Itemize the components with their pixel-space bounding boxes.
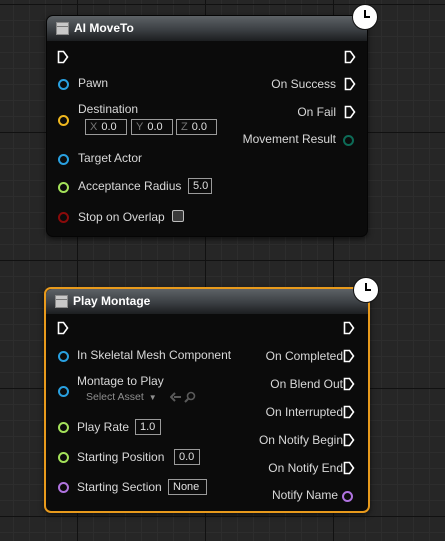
on-interrupted-label: On Interrupted bbox=[265, 405, 343, 419]
movement-result-label: Movement Result bbox=[242, 132, 336, 146]
node-title: AI MoveTo bbox=[74, 21, 134, 35]
on-notify-begin-exec-pin[interactable] bbox=[343, 433, 355, 447]
stop-on-overlap-pin[interactable] bbox=[58, 212, 69, 223]
on-blend-out-label: On Blend Out bbox=[270, 377, 343, 391]
function-node-icon bbox=[56, 22, 69, 35]
starting-position-field[interactable]: 0.0 bbox=[174, 449, 200, 465]
exec-in-pin[interactable] bbox=[57, 50, 69, 64]
starting-section-label: Starting Section bbox=[77, 480, 162, 494]
destination-label: Destination bbox=[78, 102, 139, 116]
target-actor-pin[interactable] bbox=[58, 154, 69, 165]
movement-result-pin[interactable] bbox=[343, 135, 354, 146]
play-rate-label: Play Rate bbox=[77, 420, 130, 434]
use-selected-arrow-icon[interactable] bbox=[170, 392, 182, 402]
starting-position-pin[interactable] bbox=[58, 452, 69, 463]
pawn-label: Pawn bbox=[78, 76, 109, 90]
target-actor-label: Target Actor bbox=[78, 151, 143, 165]
stop-on-overlap-label: Stop on Overlap bbox=[78, 210, 165, 224]
acceptance-radius-field[interactable]: 5.0 bbox=[188, 178, 212, 194]
notify-name-pin[interactable] bbox=[342, 491, 353, 502]
destination-pin[interactable] bbox=[58, 115, 69, 126]
on-notify-end-label: On Notify End bbox=[268, 461, 343, 475]
select-asset-combo[interactable]: Select Asset ▼ bbox=[86, 391, 157, 403]
function-node-icon bbox=[55, 295, 68, 308]
on-blend-out-exec-pin[interactable] bbox=[343, 377, 355, 391]
starting-section-pin[interactable] bbox=[58, 482, 69, 493]
on-completed-exec-pin[interactable] bbox=[343, 349, 355, 363]
on-completed-label: On Completed bbox=[265, 349, 343, 363]
skeletal-mesh-pin[interactable] bbox=[58, 351, 69, 362]
exec-out-pin[interactable] bbox=[343, 321, 355, 335]
on-success-label: On Success bbox=[271, 77, 336, 91]
exec-out-pin[interactable] bbox=[344, 50, 356, 64]
play-rate-field[interactable]: 1.0 bbox=[135, 419, 161, 435]
on-notify-begin-label: On Notify Begin bbox=[258, 433, 343, 447]
montage-label: Montage to Play bbox=[77, 374, 164, 388]
exec-in-pin[interactable] bbox=[57, 321, 69, 335]
play-rate-pin[interactable] bbox=[58, 422, 69, 433]
stop-on-overlap-checkbox[interactable] bbox=[172, 210, 184, 222]
starting-position-label: Starting Position bbox=[77, 450, 165, 464]
skeletal-mesh-label: In Skeletal Mesh Component bbox=[77, 348, 232, 362]
play-montage-node[interactable]: Play Montage In Skeletal Mesh Component … bbox=[44, 277, 379, 513]
notify-name-label: Notify Name bbox=[271, 488, 338, 502]
on-success-exec-pin[interactable] bbox=[344, 77, 356, 91]
on-fail-exec-pin[interactable] bbox=[344, 105, 356, 119]
on-interrupted-exec-pin[interactable] bbox=[343, 405, 355, 419]
pawn-pin[interactable] bbox=[58, 79, 69, 90]
node-header[interactable]: Play Montage bbox=[46, 289, 368, 314]
browse-search-icon[interactable] bbox=[184, 391, 196, 403]
node-title: Play Montage bbox=[73, 294, 151, 308]
acceptance-radius-label: Acceptance Radius bbox=[78, 179, 182, 193]
node-header[interactable]: AI MoveTo bbox=[47, 16, 367, 41]
on-fail-label: On Fail bbox=[297, 105, 336, 119]
acceptance-radius-pin[interactable] bbox=[58, 182, 69, 193]
montage-pin[interactable] bbox=[58, 386, 69, 397]
on-notify-end-exec-pin[interactable] bbox=[343, 461, 355, 475]
clock-icon bbox=[352, 4, 378, 30]
clock-icon bbox=[353, 277, 379, 303]
chevron-down-icon: ▼ bbox=[148, 393, 157, 402]
starting-section-field[interactable]: None bbox=[168, 479, 207, 495]
